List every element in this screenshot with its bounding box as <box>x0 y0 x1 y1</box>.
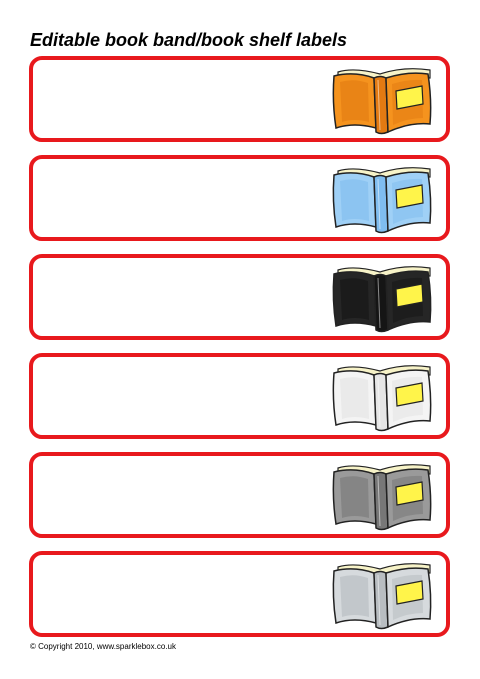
page-title: Editable book band/book shelf labels <box>30 30 348 50</box>
label-text-area-5[interactable] <box>39 462 323 528</box>
label-text-area-3[interactable] <box>39 264 323 330</box>
label-text-area-2[interactable] <box>39 165 323 231</box>
book-label-1 <box>29 56 450 142</box>
book-label-6 <box>29 551 450 637</box>
label-text-area-4[interactable] <box>39 363 323 429</box>
label-text-area-1[interactable] <box>39 66 323 132</box>
black-book-icon <box>324 260 438 336</box>
silver-book-icon <box>324 557 438 633</box>
orange-book-icon <box>324 62 438 138</box>
book-label-4 <box>29 353 450 439</box>
white-book-icon <box>324 359 438 435</box>
book-label-5 <box>29 452 450 538</box>
label-text-area-6[interactable] <box>39 561 323 627</box>
copyright-footer: © Copyright 2010, www.sparklebox.co.uk <box>30 642 176 651</box>
grey-book-icon <box>324 458 438 534</box>
light-blue-book-icon <box>324 161 438 237</box>
book-label-2 <box>29 155 450 241</box>
book-label-3 <box>29 254 450 340</box>
